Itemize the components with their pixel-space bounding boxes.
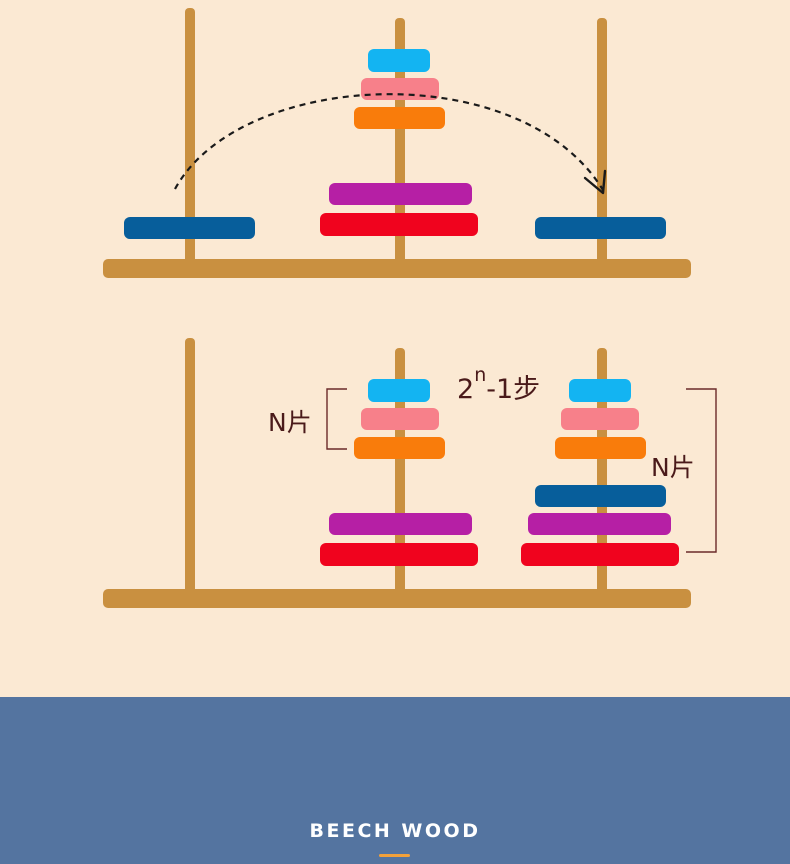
- disk-purple: [329, 513, 472, 535]
- footer-band: BEECH WOOD: [0, 697, 790, 864]
- base-board: [103, 259, 691, 278]
- steps-suffix: -1步: [486, 374, 540, 405]
- disk-pink: [361, 408, 439, 430]
- steps-exponent: n: [474, 364, 486, 386]
- hanoi-diagram: N片 2n-1步 N片: [103, 8, 717, 608]
- right-count-label: N片: [651, 453, 695, 482]
- tower-of-hanoi-illustration: N片 2n-1步 N片: [103, 8, 717, 608]
- disk-purple: [528, 513, 671, 535]
- right-peg: [597, 18, 607, 264]
- brand-name: BEECH WOOD: [309, 820, 481, 842]
- brand-underline: [379, 854, 410, 857]
- base-board: [103, 589, 691, 608]
- disk-orange: [354, 107, 445, 129]
- left-peg: [185, 8, 195, 264]
- steps-base: 2: [457, 374, 474, 405]
- dashed-move-arrow: [174, 93, 604, 191]
- disk-navy: [535, 485, 666, 507]
- disk-red: [320, 543, 478, 566]
- arrowhead-icon: [583, 169, 607, 195]
- left-count-label: N片: [268, 408, 312, 437]
- disk-navy-left: [124, 217, 255, 239]
- left-peg: [185, 338, 195, 594]
- disk-purple: [329, 183, 472, 205]
- top-panel: [103, 8, 691, 278]
- right-bracket: [686, 388, 717, 553]
- disk-red: [521, 543, 679, 566]
- disk-sky: [368, 379, 430, 402]
- disk-pink: [361, 78, 439, 100]
- disk-orange: [354, 437, 445, 459]
- disk-orange: [555, 437, 646, 459]
- disk-sky: [569, 379, 631, 402]
- disk-pink: [561, 408, 639, 430]
- disk-sky: [368, 49, 430, 72]
- bottom-panel: N片 2n-1步 N片: [103, 338, 717, 608]
- left-bracket: [326, 388, 347, 450]
- steps-formula: 2n-1步: [457, 364, 540, 405]
- disk-navy-right: [535, 217, 666, 239]
- disk-red: [320, 213, 478, 236]
